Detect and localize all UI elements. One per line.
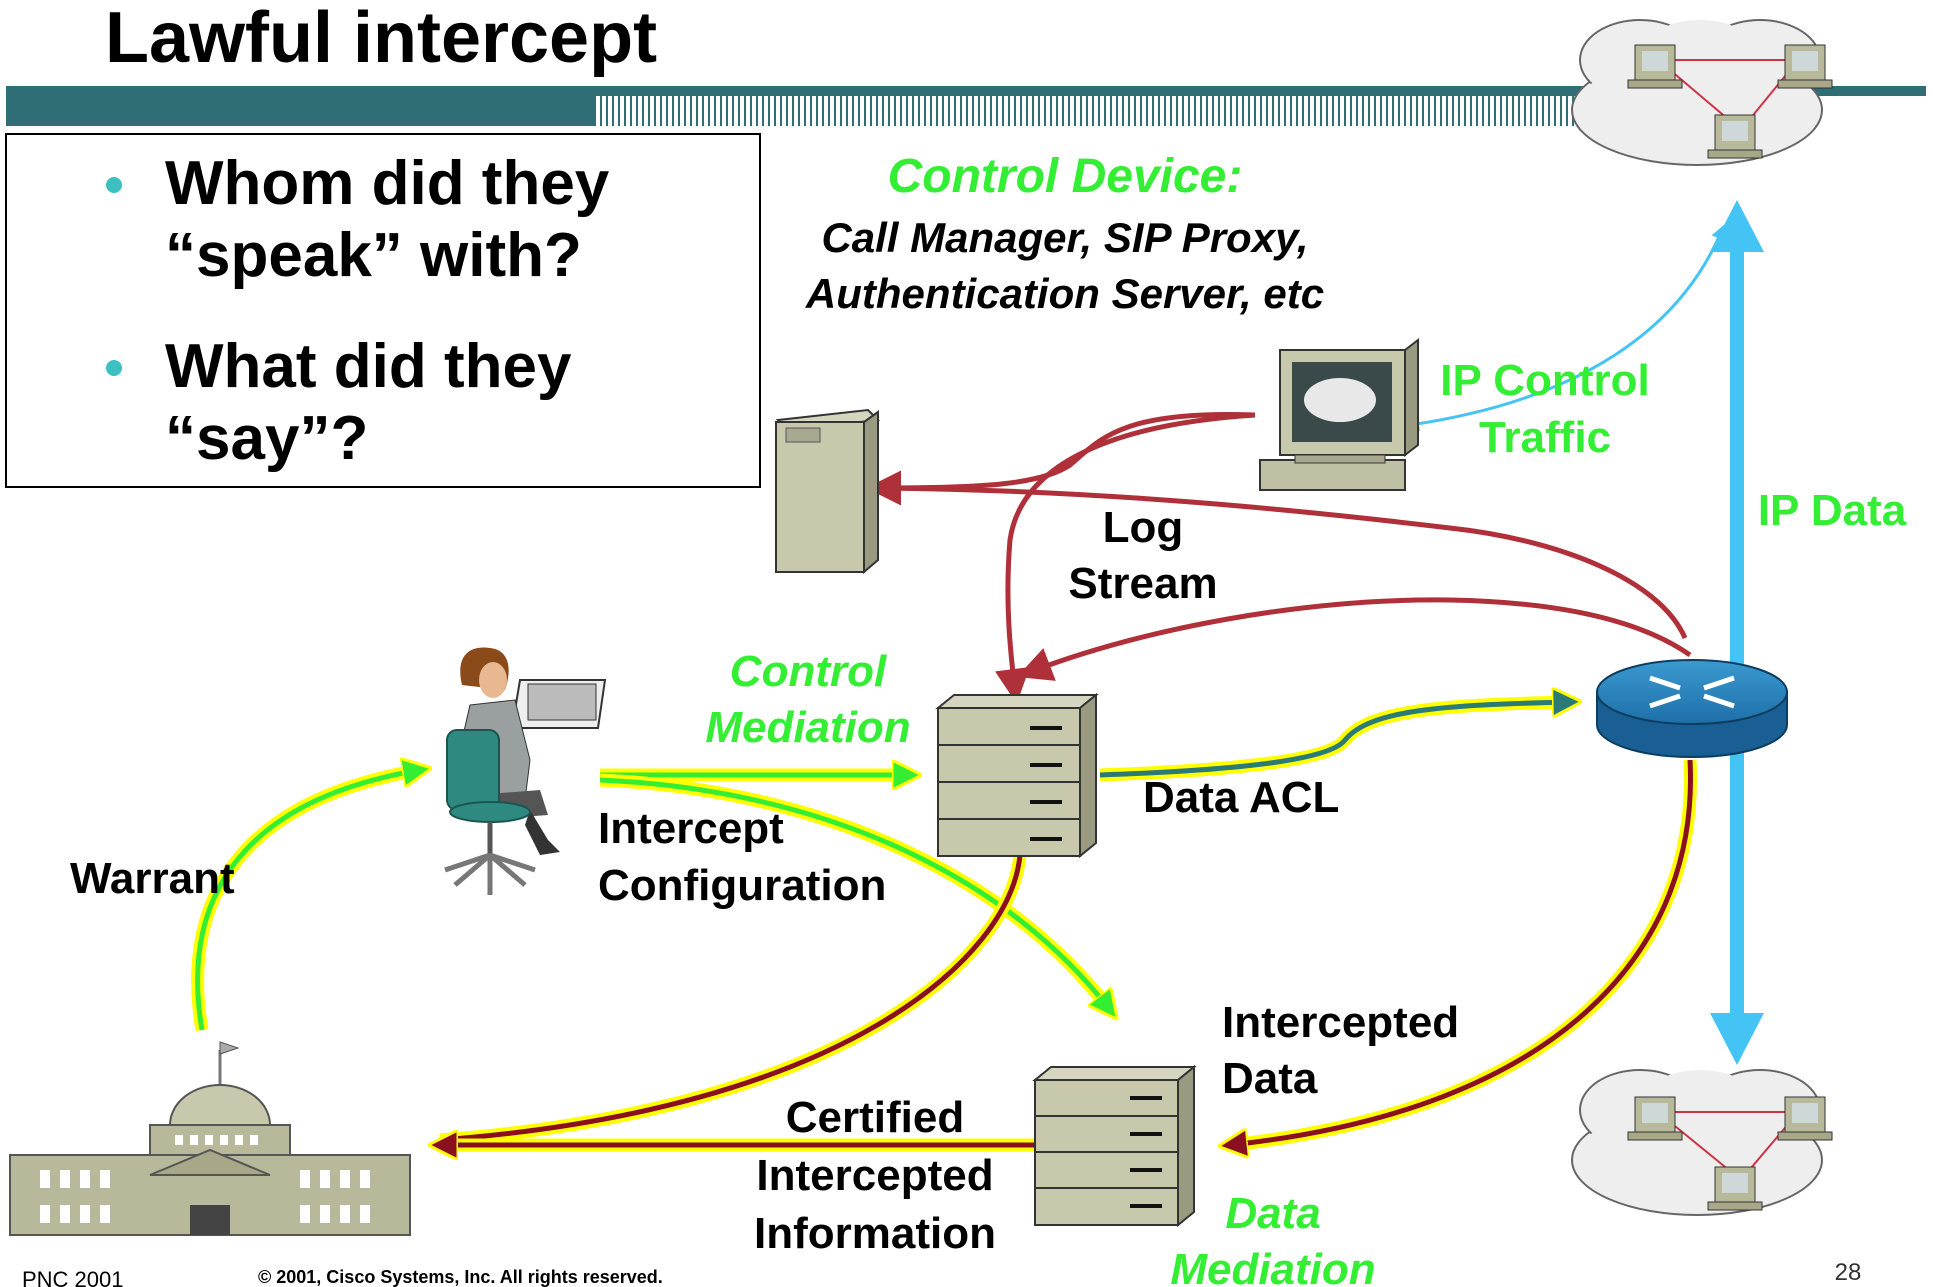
data-acl-label: Data ACL	[1143, 773, 1339, 822]
bullet-dot	[106, 360, 122, 376]
certified-info-line-3: Information	[754, 1209, 996, 1258]
title-bar	[6, 86, 1926, 126]
data-mediation-line-1: Data	[1225, 1189, 1320, 1238]
bullet-1-line-2: “speak” with?	[165, 221, 582, 290]
ip-control-traffic-arrow	[1404, 224, 1726, 432]
control-mediation-line-1: Control	[730, 647, 887, 696]
bullet-2-line-1: What did they	[165, 332, 572, 401]
log-stream-arrows	[866, 411, 1692, 704]
data-mediation-line-2: Mediation	[1170, 1245, 1375, 1287]
control-device-line-2: Authentication Server, etc	[805, 270, 1324, 317]
operator-person-icon	[444, 647, 607, 895]
pc-icon	[1777, 1096, 1833, 1141]
control-mediation-line-2: Mediation	[705, 703, 910, 752]
router-icon	[1596, 659, 1788, 758]
bullet-1-line-1: Whom did they	[165, 149, 610, 218]
log-server-icon	[775, 408, 881, 575]
certified-info-line-2: Intercepted	[756, 1151, 993, 1200]
ip-data-label: IP Data	[1758, 486, 1907, 535]
warrant-arrow	[191, 770, 420, 1032]
page-number: 28	[1835, 1259, 1862, 1286]
ip-control-traffic-line-1: IP Control	[1440, 356, 1649, 405]
intercepted-data-arrows	[440, 759, 1697, 1145]
control-device-title: Control Device:	[888, 150, 1243, 203]
pc-icon	[1707, 114, 1763, 159]
ip-control-traffic-line-2: Traffic	[1479, 413, 1611, 462]
slide-title: Lawful intercept	[105, 0, 657, 78]
footer-left: PNC 2001	[22, 1267, 124, 1287]
warrant-label: Warrant	[70, 854, 235, 903]
data-mediation-server-icon	[1032, 1064, 1197, 1228]
intercepted-data-line-2: Data	[1222, 1054, 1318, 1103]
bullet-2-line-2: “say”?	[165, 404, 368, 473]
pc-icon	[1777, 44, 1833, 89]
control-device-line-1: Call Manager, SIP Proxy,	[821, 214, 1308, 261]
copyright: © 2001, Cisco Systems, Inc. All rights r…	[258, 1267, 663, 1287]
network-cloud-bottom	[1571, 1069, 1833, 1216]
pc-icon	[1627, 1096, 1683, 1141]
control-mediation-server-icon	[935, 692, 1099, 859]
intercept-configuration-arrows	[599, 775, 1110, 1010]
pc-icon	[1707, 1166, 1763, 1211]
intercept-configuration-line-1: Intercept	[598, 804, 784, 853]
log-stream-line-1: Log	[1103, 503, 1184, 552]
control-device-computer-icon	[1259, 337, 1419, 491]
intercept-configuration-line-2: Configuration	[598, 861, 886, 910]
certified-info-line-1: Certified	[786, 1093, 964, 1142]
law-enforcement-building-icon	[9, 1041, 411, 1236]
log-stream-line-2: Stream	[1068, 559, 1217, 608]
ip-data-link	[1710, 200, 1764, 1065]
data-acl-arrow	[1099, 702, 1570, 782]
bullet-box: Whom did they “speak” with? What did the…	[5, 133, 761, 488]
intercepted-data-line-1: Intercepted	[1222, 998, 1459, 1047]
bullet-dot	[106, 177, 122, 193]
network-cloud-top	[1571, 19, 1833, 166]
pc-icon	[1627, 44, 1683, 89]
